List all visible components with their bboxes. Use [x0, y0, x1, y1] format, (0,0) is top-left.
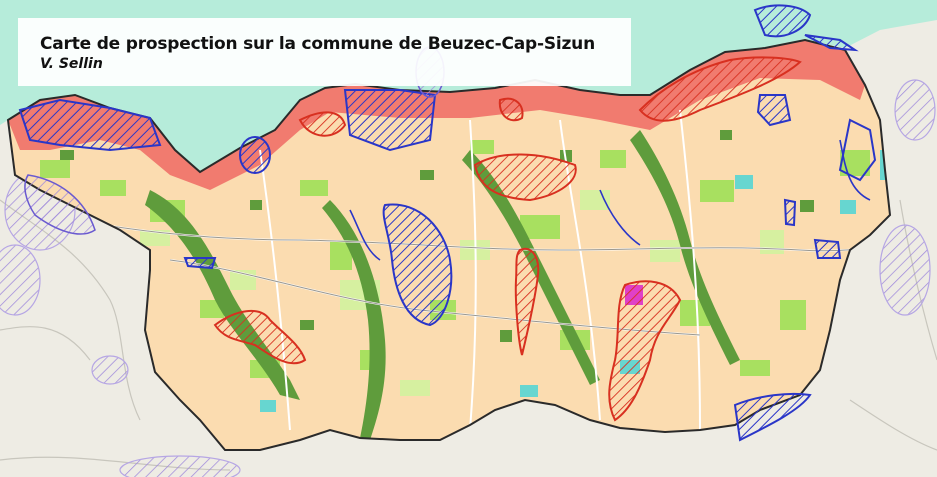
outside-hatch-sw: [91, 355, 129, 385]
red-hatched-zones[interactable]: [213, 56, 802, 422]
map-title-box: Carte de prospection sur la commune de B…: [18, 18, 631, 86]
outside-hatch-west-2: [0, 244, 41, 316]
commune-area: [8, 40, 890, 450]
outside-hatch-east: [879, 224, 931, 316]
outside-hatch-ne: [894, 79, 936, 141]
outside-hatch-south: [119, 455, 241, 477]
streams: [349, 139, 871, 261]
commune-boundary: [6, 38, 892, 451]
blue-hatched-zones[interactable]: [18, 4, 877, 442]
map-title: Carte de prospection sur la commune de B…: [40, 34, 595, 54]
map-author: V. Sellin: [40, 56, 103, 72]
